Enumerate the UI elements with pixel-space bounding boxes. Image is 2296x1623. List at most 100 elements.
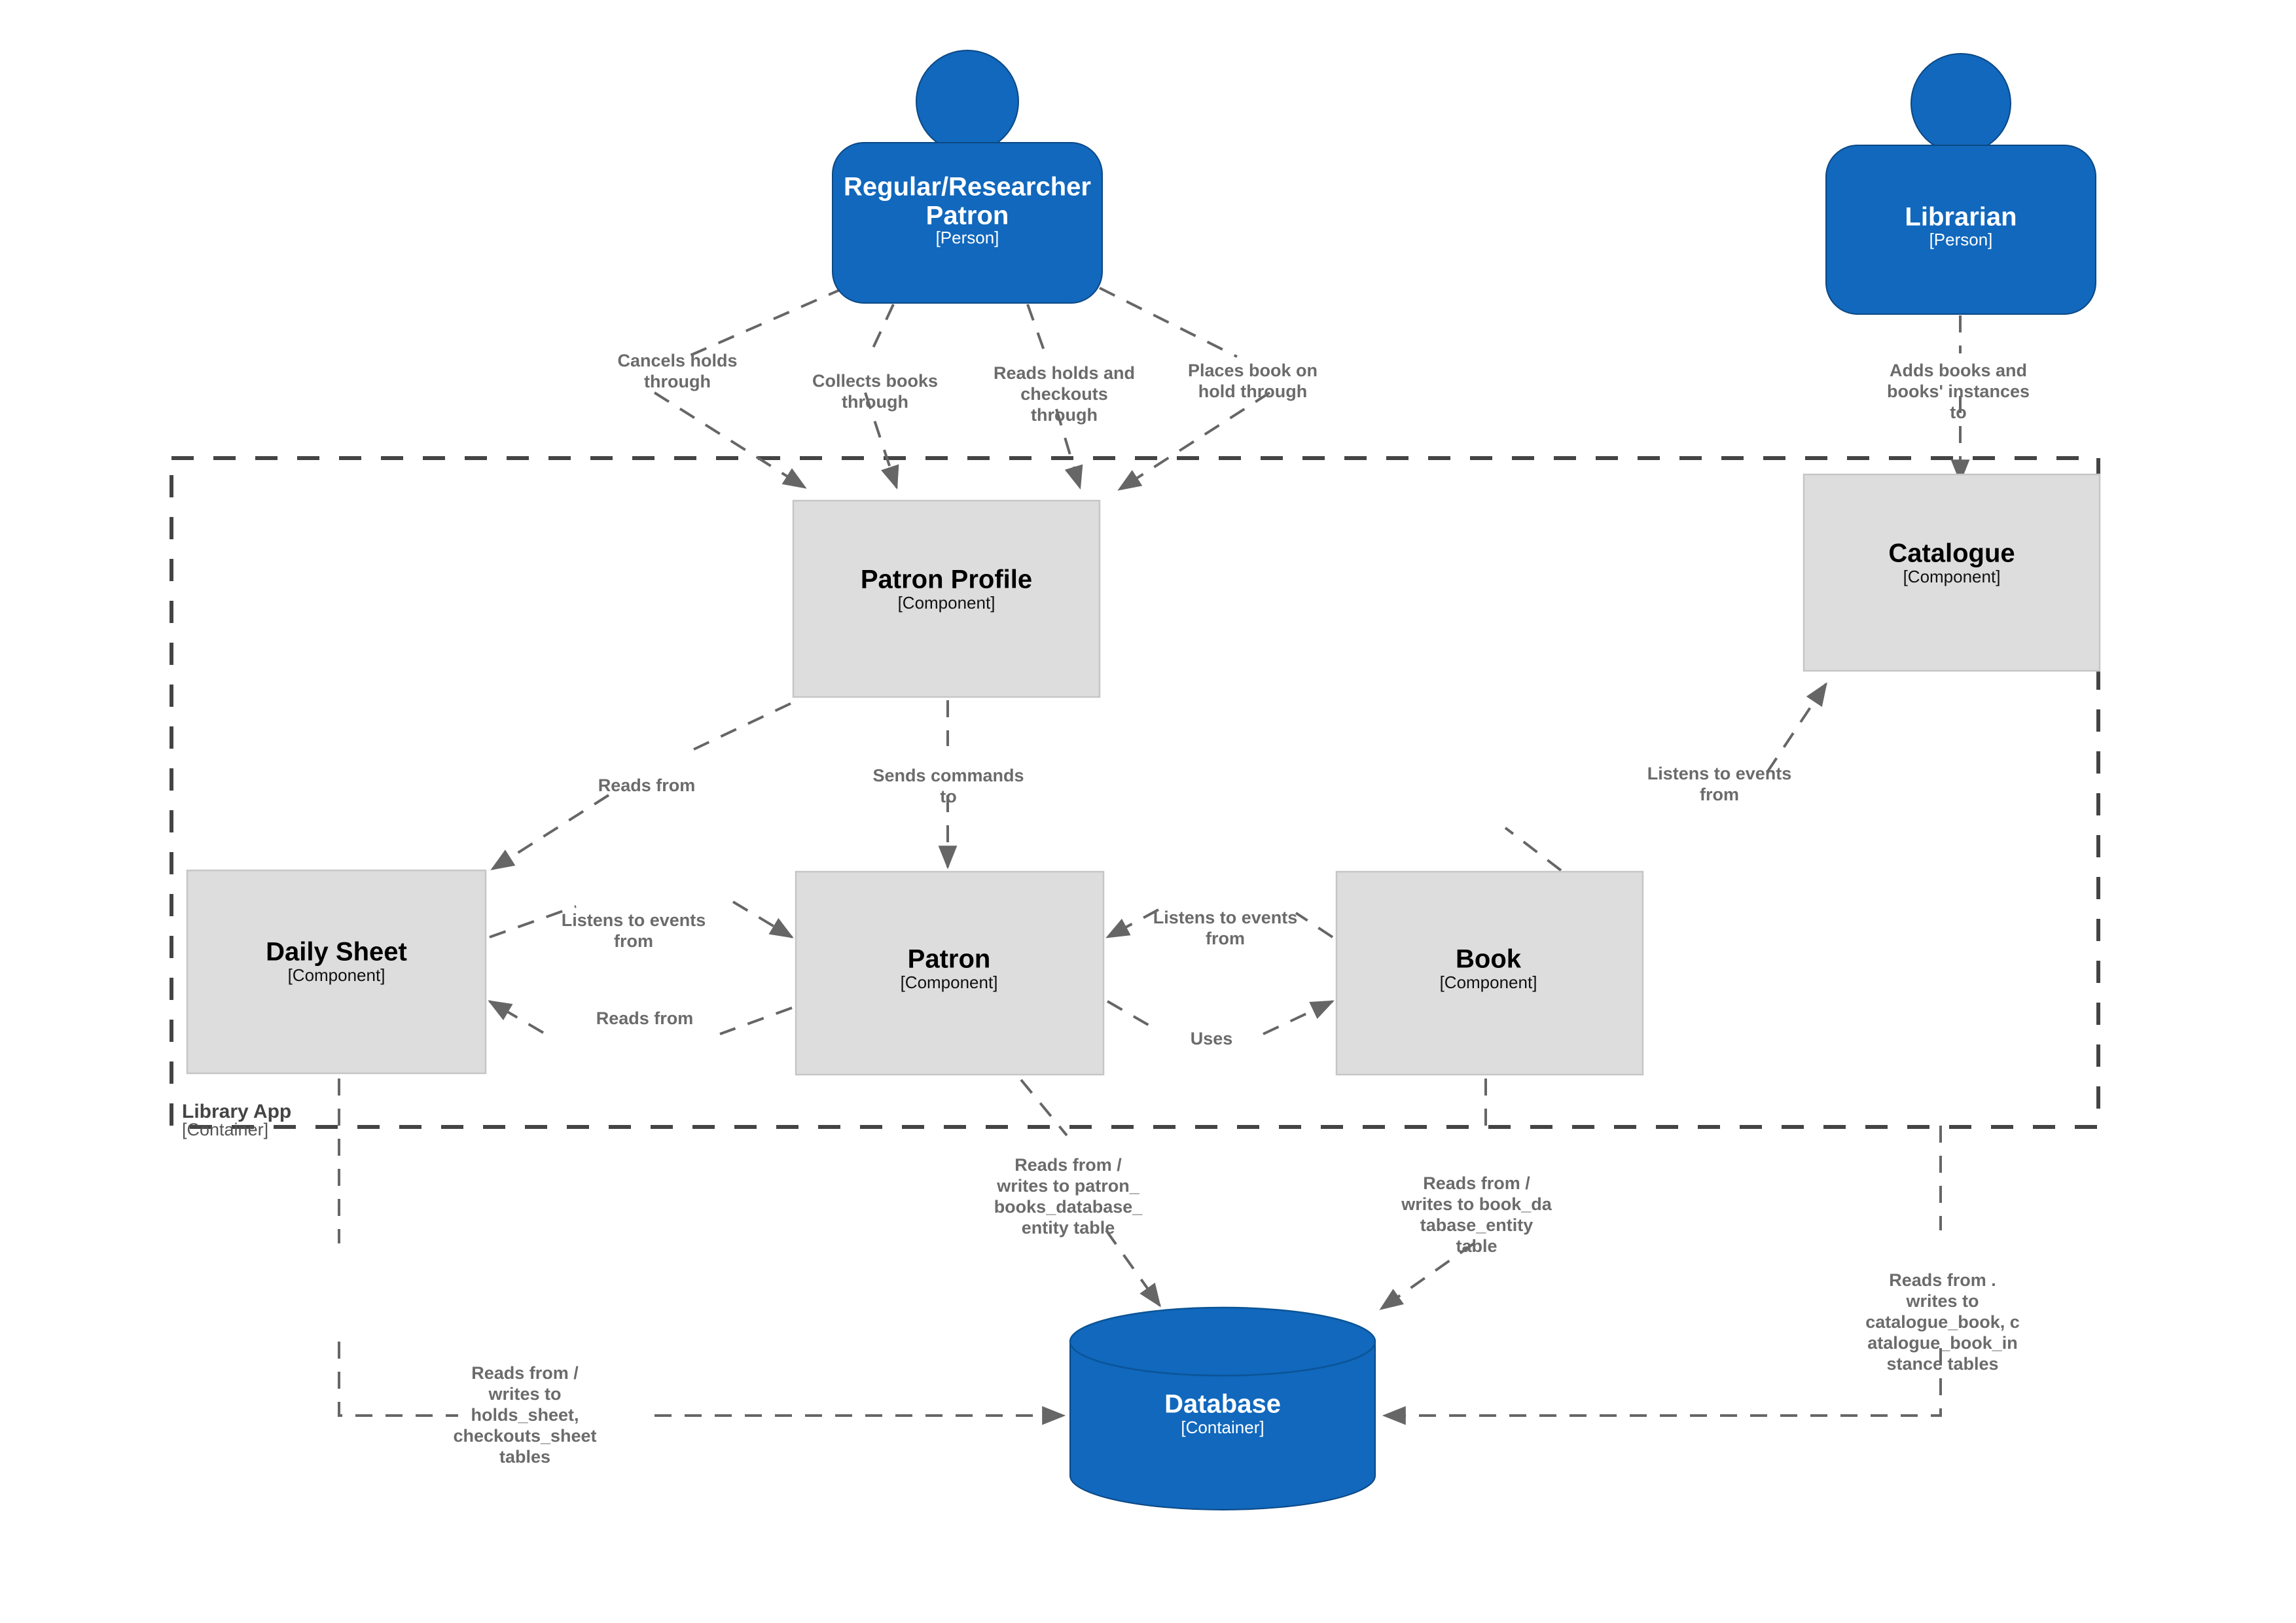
patron-title: Patron xyxy=(908,945,991,974)
person-name-line2: Patron xyxy=(926,202,1009,230)
edge-reads-holds-checkouts xyxy=(1026,304,1080,488)
book-type: [Component] xyxy=(1440,972,1537,992)
svg-text:Reads from: Reads from xyxy=(596,1008,694,1028)
edge-patron-listens-book xyxy=(1107,908,1334,937)
edge-patron-reads-daily-sheet xyxy=(490,1001,793,1035)
label-adds-books: Adds books and books' instances to xyxy=(1887,361,2030,422)
svg-text:writes to: writes to xyxy=(1905,1291,1979,1311)
svg-text:tabase_entity: tabase_entity xyxy=(1420,1215,1534,1235)
daily-sheet-type: [Component] xyxy=(288,965,386,985)
component-book[interactable]: Book [Component] xyxy=(1335,870,1644,1076)
svg-text:Listens to events: Listens to events xyxy=(562,910,706,930)
library-app-boundary: Library App [Container] xyxy=(170,456,2100,1139)
edge-book-listens-catalogue xyxy=(1504,684,1826,872)
database-title: Database xyxy=(1164,1390,1281,1419)
edge-book-db xyxy=(1381,1079,1487,1309)
svg-text:catalogue_book, c: catalogue_book, c xyxy=(1865,1312,2020,1332)
edge-collects-books xyxy=(864,304,897,488)
label-profile-sends-commands: Sends commands to xyxy=(872,766,1024,806)
edge-patron-uses-book xyxy=(1107,1001,1333,1035)
svg-text:Reads from /: Reads from / xyxy=(1423,1173,1530,1193)
svg-text:table: table xyxy=(1456,1236,1497,1256)
svg-text:to: to xyxy=(1950,402,1966,422)
person-type: [Person] xyxy=(936,228,999,247)
catalogue-title: Catalogue xyxy=(1888,539,2015,568)
container-database[interactable]: Database [Container] xyxy=(1069,1306,1376,1510)
svg-text:hold through: hold through xyxy=(1198,382,1307,401)
catalogue-type: [Component] xyxy=(1903,567,2001,586)
label-catalogue-listens: Listens to events from xyxy=(1647,764,1792,804)
label-sheet-db: Reads from / writes to holds_sheet, chec… xyxy=(453,1363,596,1467)
librarian-type: [Person] xyxy=(1929,230,1993,249)
label-collects-books: Collects books through xyxy=(812,371,938,412)
svg-text:checkouts: checkouts xyxy=(1020,384,1108,404)
svg-text:Places book on: Places book on xyxy=(1188,361,1318,380)
boundary-subtitle: [Container] xyxy=(182,1120,268,1139)
edge-labels: Cancels holds through Collects books thr… xyxy=(453,351,2030,1467)
svg-text:through: through xyxy=(842,392,908,412)
svg-text:Reads from: Reads from xyxy=(598,776,696,795)
edges-database-layer xyxy=(338,1079,1942,1416)
label-book-db: Reads from / writes to book_da tabase_en… xyxy=(1401,1173,1552,1256)
svg-text:through: through xyxy=(644,372,711,391)
svg-text:Uses: Uses xyxy=(1191,1029,1233,1048)
person-regular-researcher-patron[interactable]: Regular/Researcher Patron [Person] xyxy=(832,50,1103,304)
boundary-title: Library App xyxy=(182,1101,291,1122)
patron-type: [Component] xyxy=(901,972,998,992)
edges-component-layer xyxy=(489,684,1826,1035)
svg-text:Reads from .: Reads from . xyxy=(1889,1270,1996,1290)
edge-catalogue-db xyxy=(1384,1126,1942,1416)
daily-sheet-title: Daily Sheet xyxy=(266,938,407,967)
database-type: [Container] xyxy=(1181,1418,1264,1437)
svg-text:checkouts_sheet: checkouts_sheet xyxy=(453,1426,596,1446)
svg-text:Adds books and: Adds books and xyxy=(1890,361,2027,380)
component-patron-profile[interactable]: Patron Profile [Component] xyxy=(792,499,1101,698)
svg-text:tables: tables xyxy=(499,1447,550,1467)
svg-text:books_database_: books_database_ xyxy=(994,1197,1143,1217)
label-catalogue-db: Reads from . writes to catalogue_book, c… xyxy=(1865,1270,2020,1374)
svg-text:Listens to events: Listens to events xyxy=(1647,764,1792,783)
component-patron[interactable]: Patron [Component] xyxy=(795,870,1105,1076)
edge-places-book-hold xyxy=(1100,287,1271,490)
svg-text:writes to patron_: writes to patron_ xyxy=(996,1176,1140,1196)
svg-text:atalogue_book_in: atalogue_book_in xyxy=(1867,1333,2018,1353)
svg-text:through: through xyxy=(1031,405,1098,425)
svg-text:books' instances: books' instances xyxy=(1887,382,2030,401)
label-patron-db: Reads from / writes to patron_ books_dat… xyxy=(994,1155,1143,1238)
edge-profile-reads-daily-sheet xyxy=(492,702,791,869)
label-patron-uses-book: Uses xyxy=(1191,1029,1233,1048)
edges-person-layer xyxy=(653,287,1960,490)
svg-text:Cancels holds: Cancels holds xyxy=(617,351,737,370)
edge-patron-db xyxy=(1020,1079,1160,1306)
svg-text:from: from xyxy=(614,931,653,951)
patron-profile-type: [Component] xyxy=(898,593,996,613)
edge-daily-sheet-db xyxy=(338,1079,1064,1416)
svg-text:Reads from /: Reads from / xyxy=(471,1363,579,1383)
svg-text:stance tables: stance tables xyxy=(1886,1354,1998,1374)
label-places-book-hold: Places book on hold through xyxy=(1188,361,1318,401)
svg-text:Reads holds and: Reads holds and xyxy=(994,363,1135,383)
edge-daily-sheet-listens-patron xyxy=(489,901,792,937)
component-catalogue[interactable]: Catalogue [Component] xyxy=(1803,473,2101,672)
svg-text:Reads from /: Reads from / xyxy=(1014,1155,1122,1175)
label-sheet-listens: Listens to events from xyxy=(562,910,706,951)
book-title: Book xyxy=(1456,945,1522,974)
svg-text:writes to book_da: writes to book_da xyxy=(1401,1194,1552,1214)
component-daily-sheet[interactable]: Daily Sheet [Component] xyxy=(186,869,487,1075)
label-cancels-holds: Cancels holds through xyxy=(617,351,737,391)
person-name-line1: Regular/Researcher xyxy=(844,173,1091,202)
label-book-listens: Listens to events from xyxy=(1153,908,1298,948)
label-reads-holds-checkouts: Reads holds and checkouts through xyxy=(994,363,1135,425)
svg-text:Collects books: Collects books xyxy=(812,371,938,391)
svg-text:entity table: entity table xyxy=(1022,1218,1115,1238)
svg-text:writes to: writes to xyxy=(488,1384,561,1404)
label-sheet-reads-from: Reads from xyxy=(596,1008,694,1028)
svg-text:Sends commands: Sends commands xyxy=(872,766,1024,785)
label-profile-reads-from: Reads from xyxy=(598,776,696,795)
patron-profile-title: Patron Profile xyxy=(861,565,1032,594)
svg-text:from: from xyxy=(1206,929,1245,948)
svg-text:to: to xyxy=(940,787,956,806)
person-librarian[interactable]: Librarian [Person] xyxy=(1825,53,2096,315)
